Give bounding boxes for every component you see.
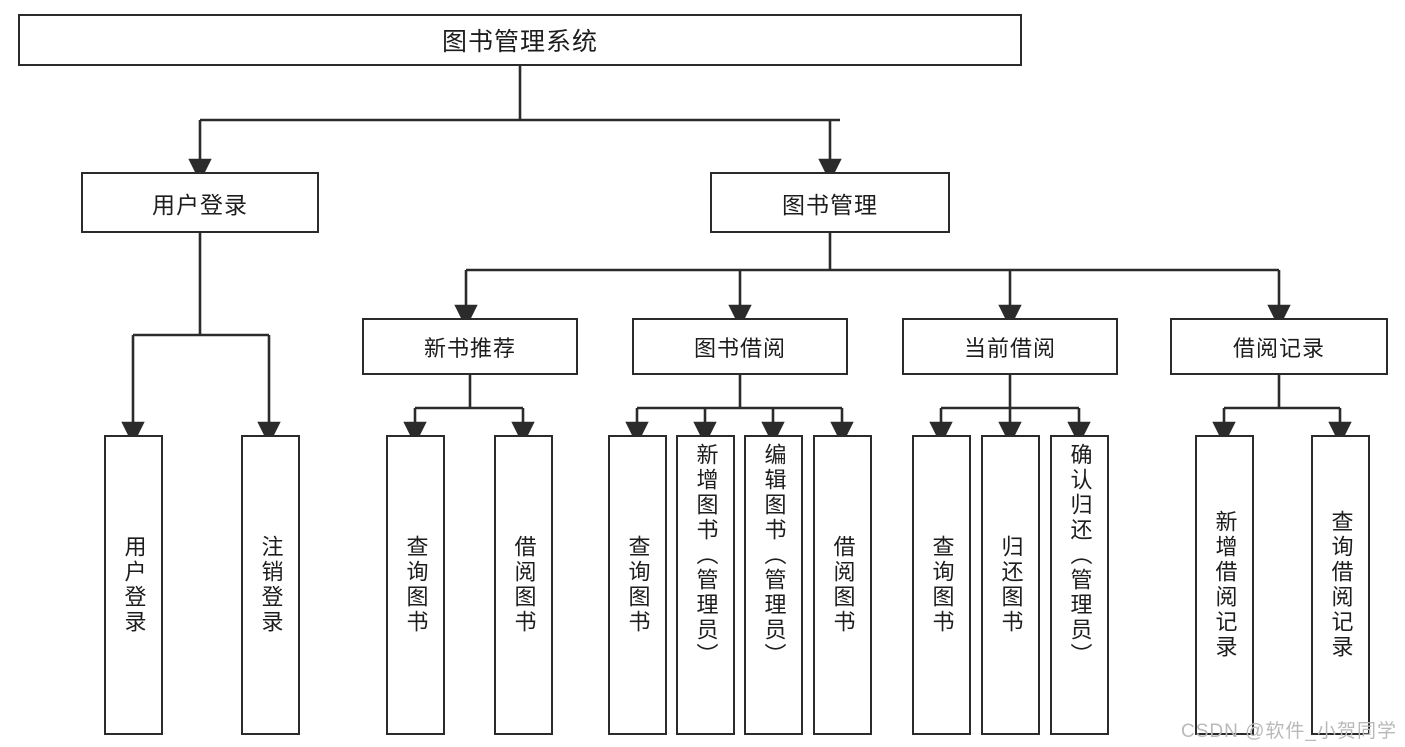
leaf-current-borrow-return[interactable]: 归还图书 <box>981 435 1040 735</box>
node-label: 借阅图书 <box>830 535 856 635</box>
node-label: 当前借阅 <box>963 335 1056 361</box>
node-label: 注销登录 <box>258 535 284 635</box>
leaf-text-wrap: 确认归还（管理员） <box>1052 437 1107 739</box>
leaf-text-wrap: 查询图书 <box>914 437 969 733</box>
node-label: 借阅图书 <box>511 535 537 635</box>
leaf-book-borrow-query[interactable]: 查询图书 <box>608 435 667 735</box>
node-label: 确认归还（管理员） <box>1067 443 1093 668</box>
leaf-book-borrow-edit-admin[interactable]: 编辑图书（管理员） <box>744 435 803 735</box>
leaf-text-wrap: 编辑图书（管理员） <box>746 437 801 739</box>
leaf-current-borrow-confirm-admin[interactable]: 确认归还（管理员） <box>1050 435 1109 735</box>
leaf-borrow-record-query[interactable]: 查询借阅记录 <box>1311 435 1370 735</box>
leaf-new-book-query[interactable]: 查询图书 <box>386 435 445 735</box>
node-label: 新增借阅记录 <box>1212 510 1238 660</box>
node-label: 图书借阅 <box>693 335 786 361</box>
node-label: 用户登录 <box>121 535 147 635</box>
leaf-text-wrap: 新增借阅记录 <box>1197 437 1252 733</box>
leaf-user-login-logout[interactable]: 注销登录 <box>241 435 300 735</box>
leaf-text-wrap: 用户登录 <box>106 437 161 733</box>
node-label: 查询图书 <box>625 535 651 635</box>
node-label: 图书管理系统 <box>441 28 598 56</box>
node-label: 查询图书 <box>403 535 429 635</box>
leaf-new-book-borrow[interactable]: 借阅图书 <box>494 435 553 735</box>
node-borrow-record[interactable]: 借阅记录 <box>1170 318 1388 375</box>
node-label: 用户登录 <box>152 191 248 218</box>
leaf-text-wrap: 查询图书 <box>388 437 443 733</box>
leaf-current-borrow-query[interactable]: 查询图书 <box>912 435 971 735</box>
leaf-text-wrap: 归还图书 <box>983 437 1038 733</box>
node-user-login[interactable]: 用户登录 <box>81 172 319 233</box>
leaf-user-login-login[interactable]: 用户登录 <box>104 435 163 735</box>
node-new-book-recommend[interactable]: 新书推荐 <box>362 318 578 375</box>
node-label: 新书推荐 <box>423 335 516 361</box>
leaf-text-wrap: 借阅图书 <box>815 437 870 733</box>
node-label: 归还图书 <box>998 535 1024 635</box>
node-label: 图书管理 <box>782 191 878 218</box>
leaf-text-wrap: 注销登录 <box>243 437 298 733</box>
leaf-book-borrow-add-admin[interactable]: 新增图书（管理员） <box>676 435 735 735</box>
node-label: 新增图书（管理员） <box>693 443 719 668</box>
leaf-text-wrap: 查询借阅记录 <box>1313 437 1368 733</box>
node-root-system[interactable]: 图书管理系统 <box>18 14 1022 66</box>
leaf-text-wrap: 借阅图书 <box>496 437 551 733</box>
leaf-text-wrap: 查询图书 <box>610 437 665 733</box>
node-book-management[interactable]: 图书管理 <box>710 172 950 233</box>
node-label: 借阅记录 <box>1232 335 1325 361</box>
node-current-borrow[interactable]: 当前借阅 <box>902 318 1118 375</box>
leaf-book-borrow-borrow[interactable]: 借阅图书 <box>813 435 872 735</box>
csdn-watermark: CSDN @软件_小贺同学 <box>1181 721 1397 742</box>
leaf-borrow-record-add[interactable]: 新增借阅记录 <box>1195 435 1254 735</box>
leaf-text-wrap: 新增图书（管理员） <box>678 437 733 739</box>
node-label: 编辑图书（管理员） <box>761 443 787 668</box>
node-label: 查询图书 <box>929 535 955 635</box>
node-book-borrow[interactable]: 图书借阅 <box>632 318 848 375</box>
node-label: 查询借阅记录 <box>1328 510 1354 660</box>
